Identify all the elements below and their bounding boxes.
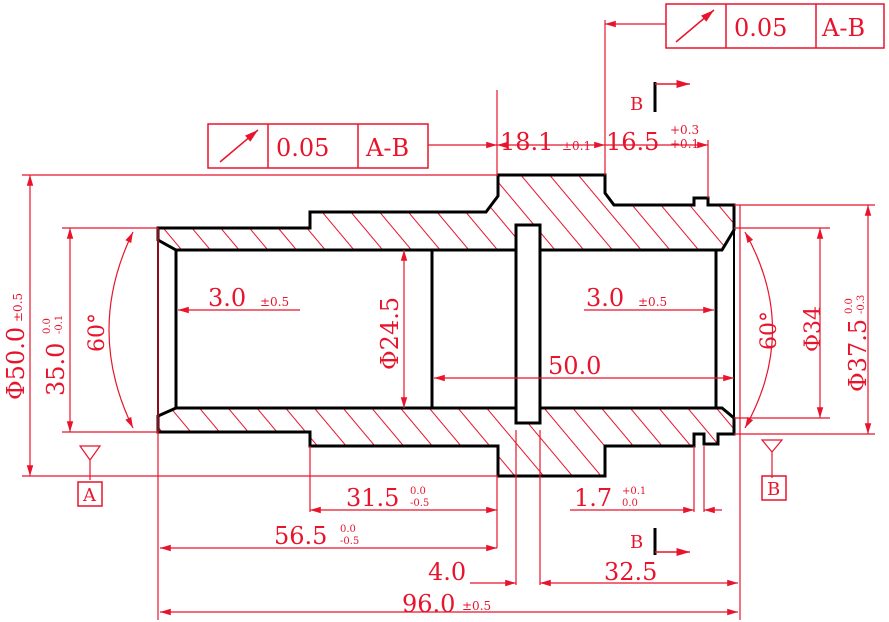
dim-56-5: 56.5 xyxy=(274,522,327,550)
tolerance-left-datum: A-B xyxy=(365,134,409,162)
datum-b-label: B xyxy=(767,479,780,500)
dim-56-5-tol-dn: -0.5 xyxy=(340,536,359,547)
datum-b: B xyxy=(761,475,787,501)
dim-1-7: 1.7 xyxy=(574,484,612,512)
dim-16-5-tol-up: +0.3 xyxy=(670,123,699,137)
dim-phi-37-5-tol-dn: -0.3 xyxy=(856,295,867,314)
dim-right-3-tol: ±0.5 xyxy=(638,295,667,309)
dim-18-1: 18.1 xyxy=(500,128,553,156)
dim-31-5-tol-dn: -0.5 xyxy=(410,498,429,509)
dimension-texts: 18.1 ±0.1 16.5 +0.3 +0.1 Φ50.0 ±0.5 35.0… xyxy=(2,123,872,618)
dim-phi-50: Φ50.0 xyxy=(2,327,30,400)
circular-runout-icon xyxy=(219,129,259,163)
dim-left-3: 3.0 xyxy=(208,284,246,312)
dim-phi-37-5-tol-up: 0.0 xyxy=(844,298,855,314)
dim-phi-34: Φ34 xyxy=(801,306,826,352)
dim-96: 96.0 xyxy=(402,590,455,618)
dim-right-3: 3.0 xyxy=(586,284,624,312)
section-label-top: B xyxy=(630,94,643,115)
dim-phi-24-5: Φ24.5 xyxy=(376,297,404,370)
section-mark-top: B xyxy=(630,79,690,115)
dim-50: 50.0 xyxy=(548,352,601,380)
dim-18-1-tol: ±0.1 xyxy=(562,139,591,153)
tolerance-left-value: 0.05 xyxy=(276,134,329,162)
dim-31-5-tol-up: 0.0 xyxy=(410,486,426,497)
tolerance-frame-left: 0.05 A-B xyxy=(207,123,429,169)
tolerance-top-datum: A-B xyxy=(821,14,865,42)
dim-4: 4.0 xyxy=(428,558,466,586)
dim-35: 35.0 xyxy=(42,343,70,396)
section-mark-bottom: B xyxy=(630,528,690,557)
dim-1-7-tol-up: +0.1 xyxy=(622,486,646,497)
dim-31-5: 31.5 xyxy=(346,484,399,512)
dim-phi-37-5: Φ37.5 xyxy=(844,319,872,392)
dim-angle-right: 60° xyxy=(757,311,782,350)
dimension-lines xyxy=(22,20,875,620)
upper-wall-section xyxy=(156,173,736,252)
dim-96-tol: ±0.5 xyxy=(462,599,491,613)
circular-runout-icon xyxy=(675,9,715,43)
dim-16-5-tol-dn: +0.1 xyxy=(670,137,699,151)
dim-phi-50-tol: ±0.5 xyxy=(11,293,25,322)
dim-16-5: 16.5 xyxy=(606,128,659,156)
dim-left-3-tol: ±0.5 xyxy=(260,295,289,309)
dim-angle-left: 60° xyxy=(85,313,110,352)
tolerance-top-value: 0.05 xyxy=(734,14,787,42)
tolerance-frame-top: 0.05 A-B xyxy=(665,3,885,49)
dim-35-tol-up: 0.0 xyxy=(42,318,53,334)
bore xyxy=(176,250,716,408)
dim-32-5: 32.5 xyxy=(604,558,657,586)
central-ring xyxy=(514,223,542,425)
datum-a: A xyxy=(77,481,103,507)
lower-wall-section xyxy=(156,406,736,478)
datum-a-label: A xyxy=(82,485,97,506)
dim-56-5-tol-up: 0.0 xyxy=(340,524,356,535)
part-section xyxy=(156,173,736,478)
dim-35-tol-dn: -0.1 xyxy=(54,315,65,334)
dim-1-7-tol-dn: 0.0 xyxy=(622,498,638,509)
section-label-bottom: B xyxy=(630,532,643,553)
